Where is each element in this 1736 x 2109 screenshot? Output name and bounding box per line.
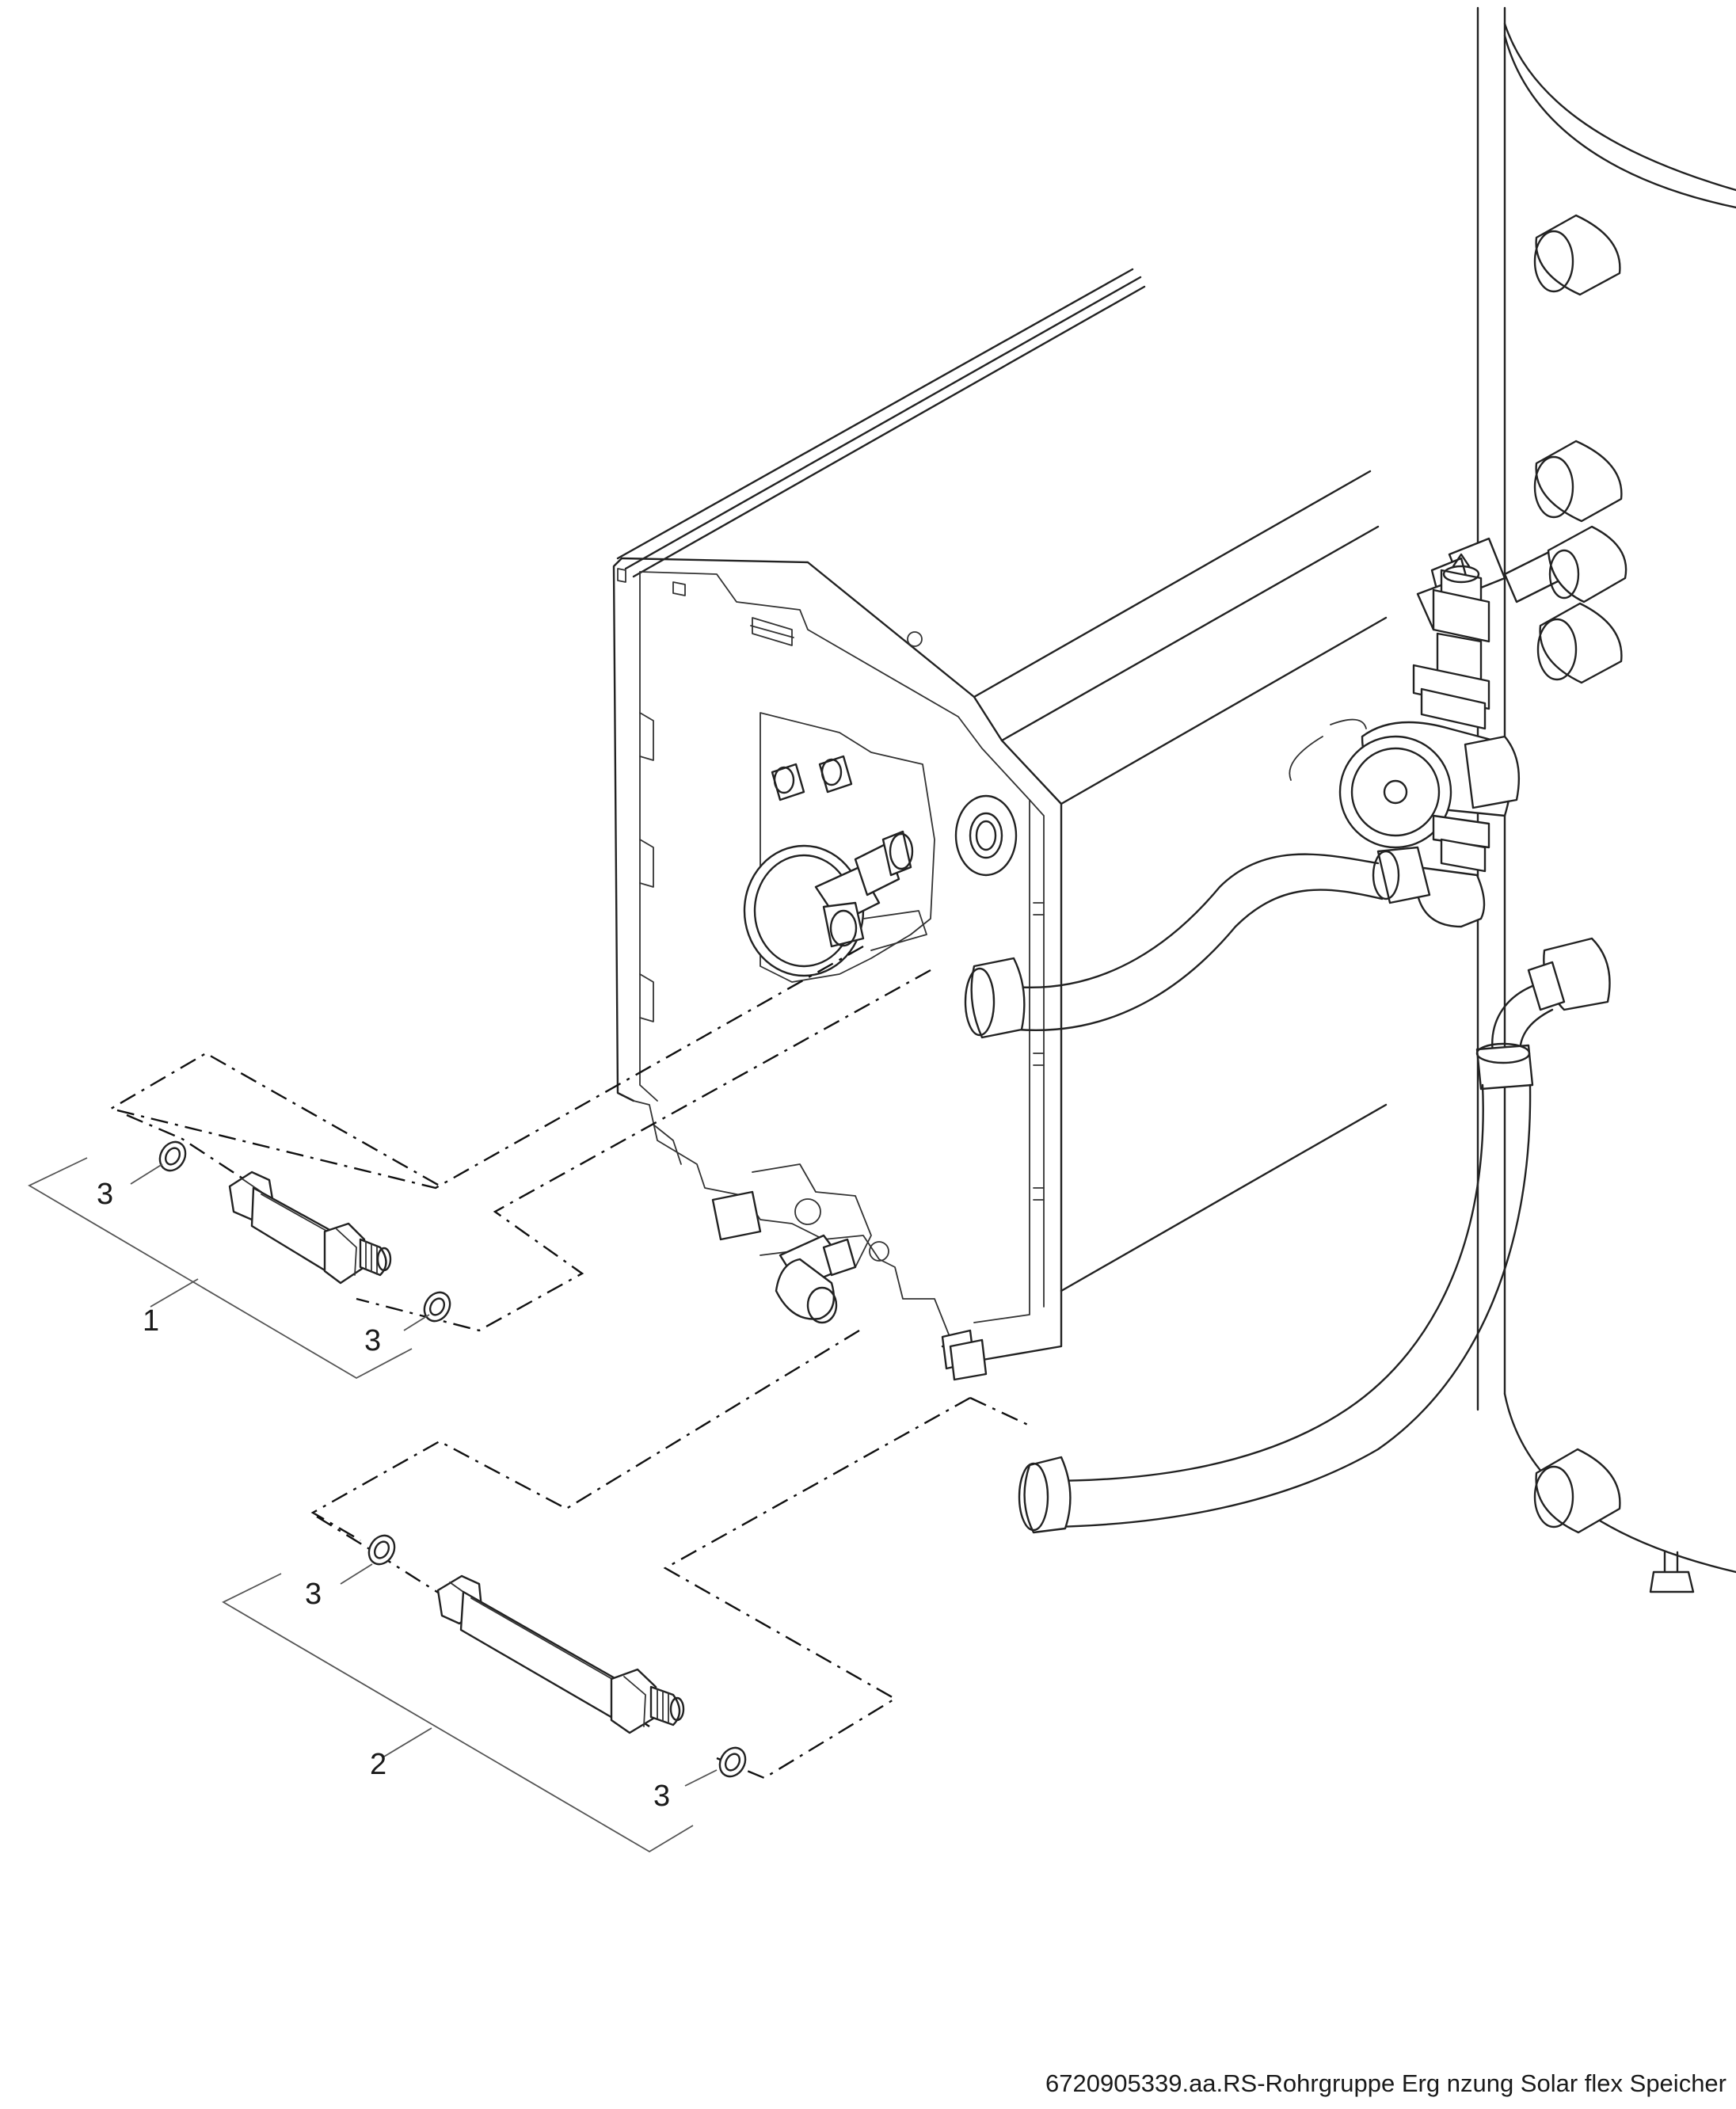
tank-socket — [1536, 602, 1623, 684]
tank-socket — [1533, 440, 1623, 523]
drawing-caption: 6720905339.aa.RS-Rohrgruppe Erg nzung So… — [1045, 2069, 1726, 2097]
lower-hose — [1018, 937, 1611, 1534]
unit-housing — [612, 268, 1388, 1381]
callout-3: 3 — [305, 1578, 322, 1611]
fitting-assembly-2 — [222, 1534, 747, 1853]
fitting-assembly-1 — [28, 1140, 451, 1380]
callout-1: 1 — [143, 1304, 159, 1338]
callout-labels: 1 2 3 3 3 3 — [97, 1178, 670, 1813]
tank-socket — [1533, 214, 1621, 296]
callout-2: 2 — [370, 1748, 386, 1781]
pressure-gauge — [743, 830, 927, 977]
callout-3: 3 — [364, 1324, 381, 1357]
upper-hose — [964, 853, 1384, 1039]
storage-tank — [1476, 6, 1736, 1593]
seal-ring — [423, 1291, 451, 1323]
tank-socket — [1533, 1448, 1621, 1534]
lower-connection-block — [711, 1163, 889, 1324]
seal-ring — [367, 1534, 396, 1566]
tank-upper-connection — [1503, 525, 1628, 603]
pump-group — [1289, 537, 1521, 928]
seal-ring — [718, 1746, 747, 1778]
seal-ring — [158, 1140, 187, 1172]
callout-3: 3 — [97, 1178, 113, 1211]
callout-3: 3 — [653, 1780, 670, 1813]
